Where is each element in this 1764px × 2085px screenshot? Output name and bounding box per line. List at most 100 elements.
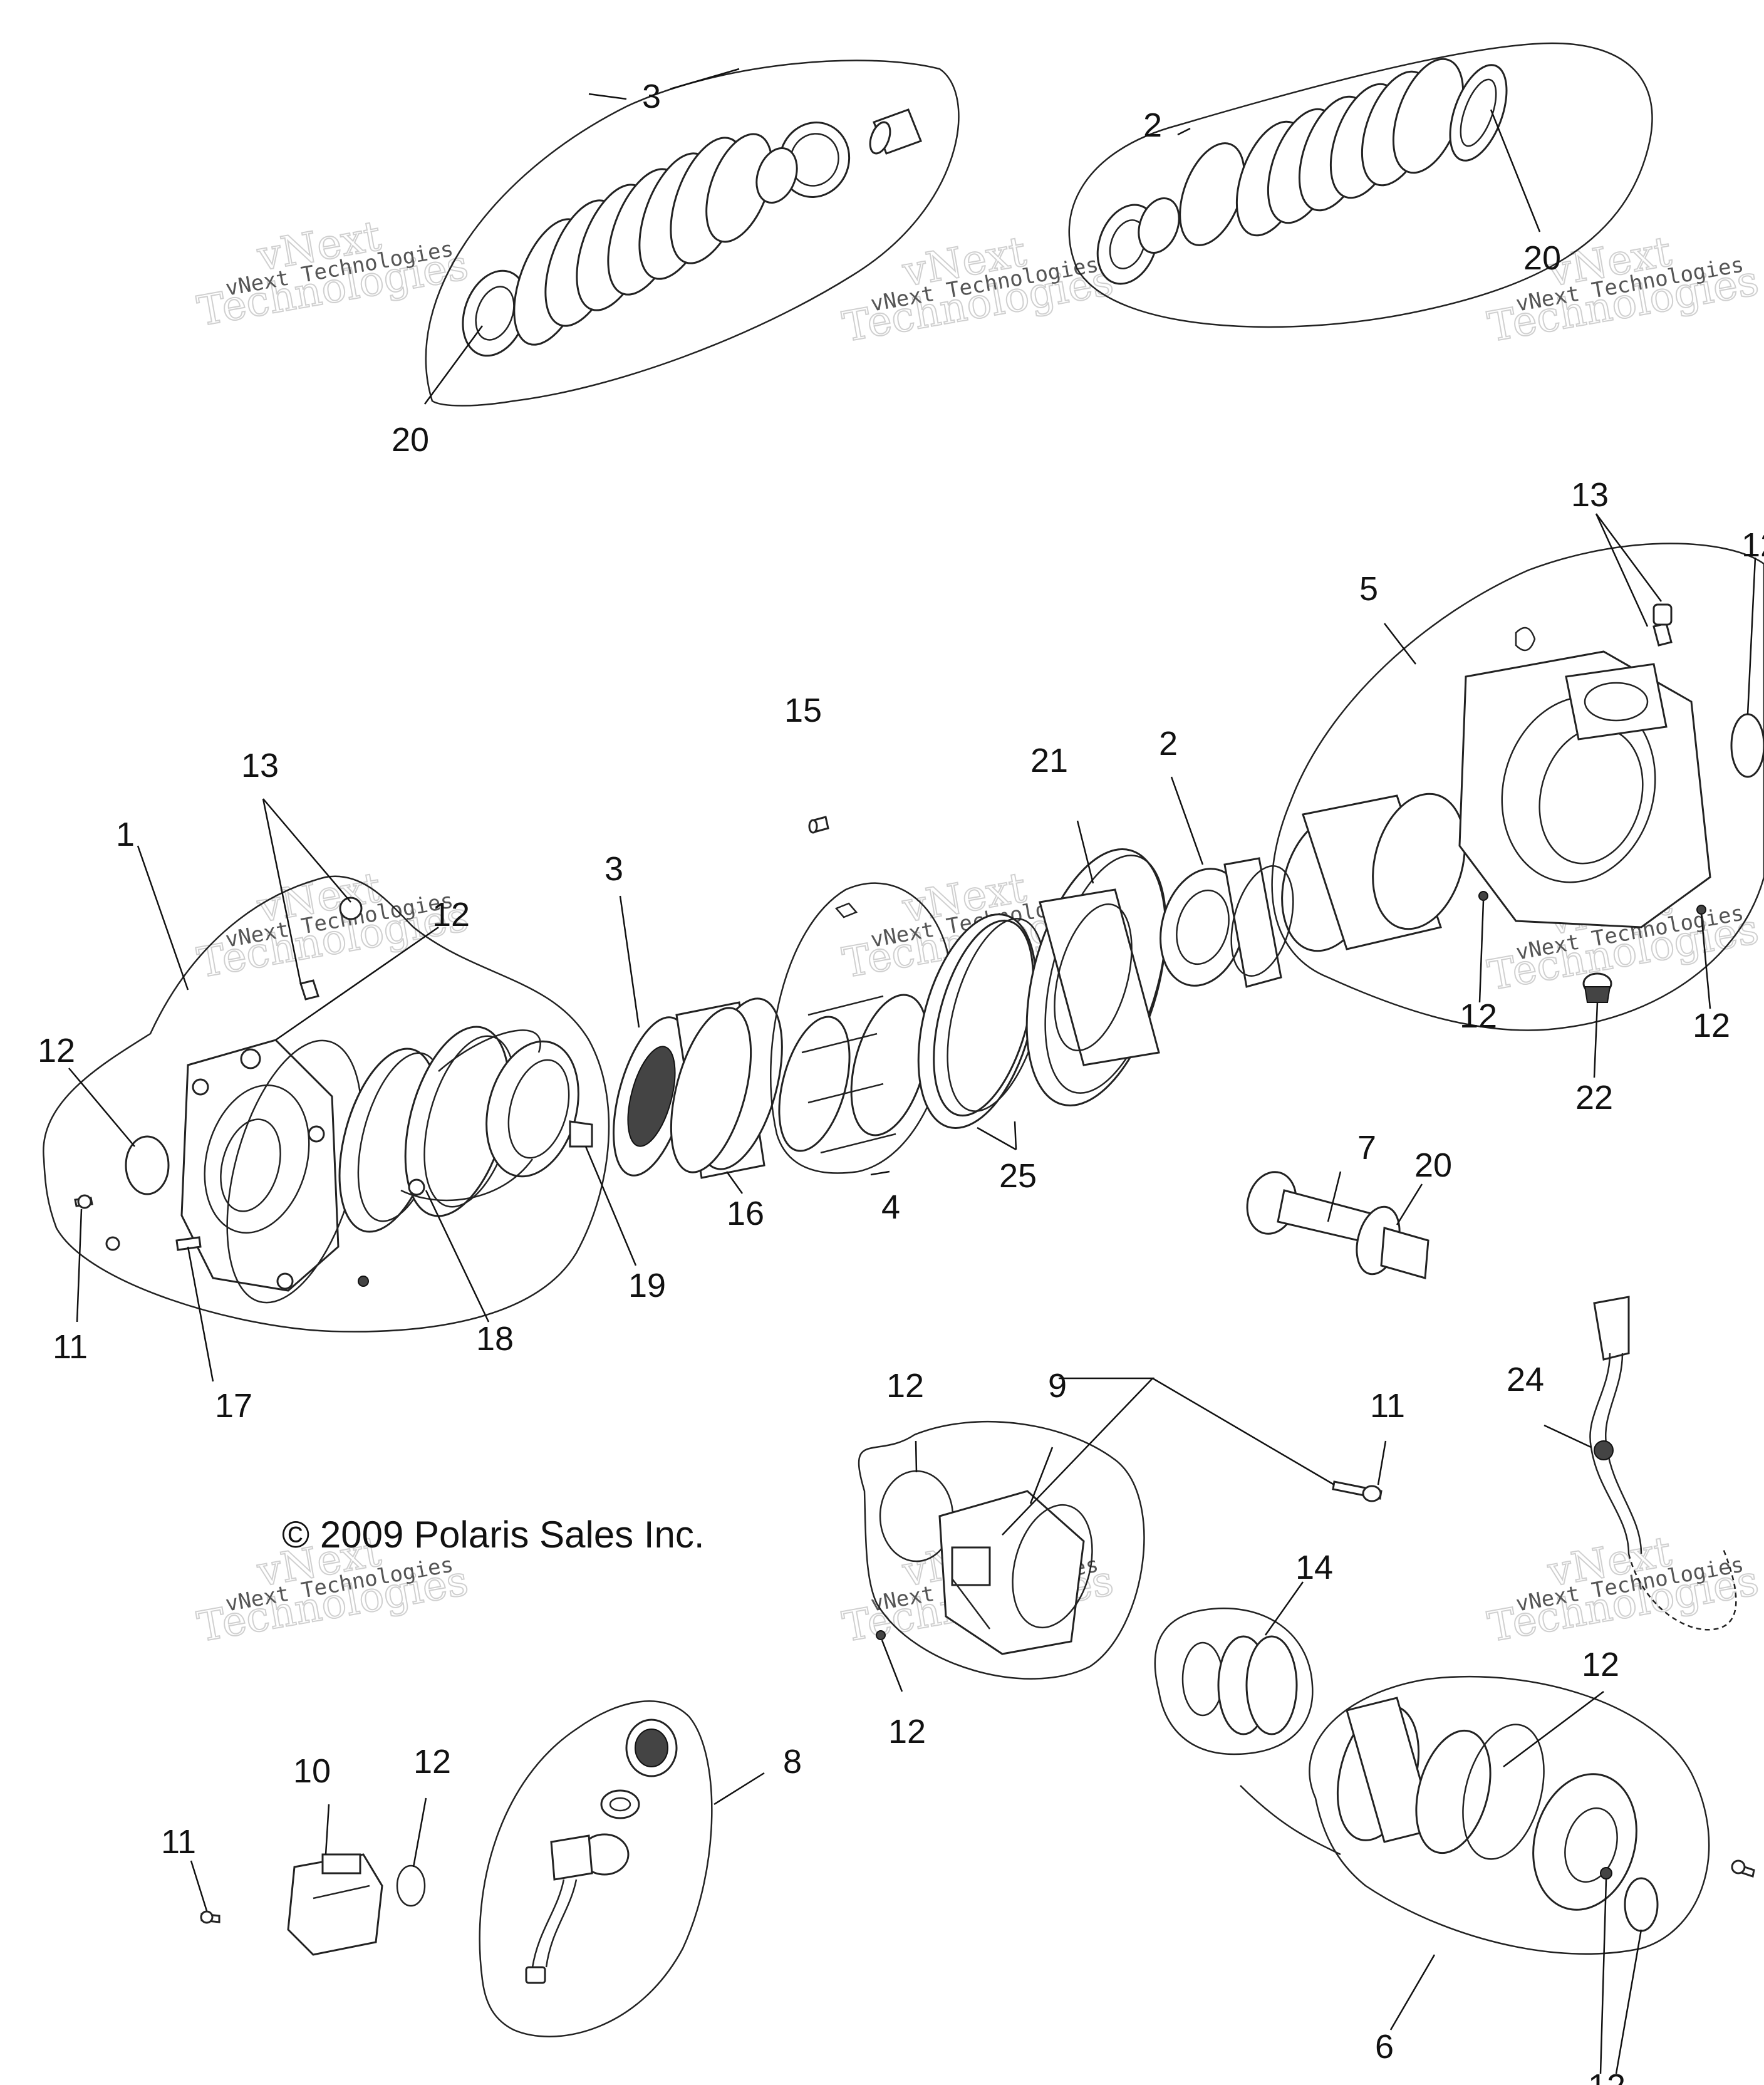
coil-19 [400, 1029, 593, 1202]
callout-3-top: 3 [642, 78, 661, 115]
callout-20-top-right: 20 [1523, 239, 1561, 277]
nut [1696, 905, 1706, 915]
callout-20-mid: 20 [1414, 1146, 1452, 1184]
callout-12-bottom-edge: 12 [1588, 2067, 1626, 2085]
gear [755, 122, 851, 204]
callout-17: 17 [215, 1387, 252, 1425]
callout-2-mid: 2 [1159, 725, 1178, 762]
sensor-8-group [479, 1700, 713, 2037]
bolt-11-mid [1332, 1480, 1383, 1502]
callout-12-mid-b: 12 [1693, 1007, 1730, 1044]
washer-set-14 [1154, 1607, 1314, 1755]
callout-13-left: 13 [241, 747, 279, 784]
dowel-pin [175, 1236, 202, 1251]
clutch-plates [1179, 58, 1465, 246]
magnet [408, 1178, 425, 1196]
group-outline [1154, 1607, 1314, 1755]
nut [876, 1630, 886, 1640]
plate-16 [670, 1007, 752, 1173]
ring-set-25 [917, 913, 1045, 1129]
watermark: Technologies vNext Technologies vNext [193, 211, 472, 336]
pin-15 [808, 816, 829, 834]
callout-12-nine: 12 [886, 1367, 924, 1405]
fitting-13-left [299, 897, 363, 1001]
callout-12-low: 12 [888, 1713, 926, 1750]
callout-12-left-b: 12 [38, 1032, 75, 1069]
bearing-hub-2 [1160, 857, 1294, 988]
bearing [1096, 197, 1180, 285]
seal [1449, 64, 1508, 162]
seal-ring [1624, 1877, 1659, 1932]
clip [834, 902, 858, 918]
clutch-kit-2-group [1068, 42, 1653, 328]
sleeve [1281, 793, 1466, 952]
fitting-13-right [1652, 603, 1673, 647]
callout-12-ten: 12 [413, 1743, 451, 1781]
callout-13-right: 13 [1571, 476, 1609, 514]
callout-6: 6 [1375, 2028, 1394, 2066]
group-outline [1309, 1675, 1710, 1955]
cover-housing [180, 1039, 340, 1292]
callout-12-lower-right: 12 [1582, 1646, 1619, 1683]
sensor [525, 1833, 630, 1984]
callout-1: 1 [116, 816, 135, 853]
callout-11-left: 11 [53, 1328, 88, 1366]
actuator-housing [938, 1490, 1093, 1655]
callout-10: 10 [293, 1752, 331, 1790]
harness-24 [1589, 1296, 1737, 1631]
callout-7: 7 [1357, 1129, 1376, 1167]
nut [358, 1276, 369, 1287]
watermark: Technologies vNext Technologies vNext [1483, 1527, 1763, 1652]
callout-15: 15 [784, 692, 822, 729]
callout-18: 18 [476, 1320, 514, 1358]
group-outline [1271, 543, 1764, 1031]
callout-22: 22 [1575, 1079, 1613, 1116]
callout-16: 16 [727, 1195, 764, 1232]
callout-2-top: 2 [1143, 107, 1162, 144]
clutch-plates [513, 133, 773, 346]
callout-14: 14 [1295, 1549, 1333, 1586]
clip [1515, 627, 1536, 652]
group-outline [858, 1420, 1145, 1680]
callout-12-mid-a: 12 [1460, 997, 1497, 1035]
callout-11-mid: 11 [1370, 1387, 1405, 1425]
callout-9: 9 [1048, 1367, 1067, 1405]
bushing [869, 108, 922, 155]
housing-5-group [1271, 543, 1764, 1031]
callout-3-mid: 3 [604, 850, 623, 888]
housing [1458, 650, 1711, 928]
watermark: Technologies vNext Technologies vNext [838, 227, 1118, 352]
watermark: Technologies vNext Technologies vNext [193, 863, 472, 988]
washer [600, 1789, 640, 1819]
leader-lines [68, 68, 1756, 2074]
group-outline [479, 1700, 713, 2037]
clutch-kit-3-group [425, 60, 960, 407]
copyright-notice: © 2009 Polaris Sales Inc. [282, 1514, 705, 1556]
callout-12-right-edge: 12 [1741, 526, 1764, 564]
ring-gear-21 [1025, 848, 1167, 1106]
callout-labels: 3 2 20 20 13 12 5 15 21 2 13 1 12 3 12 1… [38, 78, 1764, 2085]
actuator-10 [287, 1853, 383, 1956]
callout-19: 19 [628, 1267, 666, 1304]
gear [625, 1718, 678, 1777]
nut [1478, 891, 1488, 901]
callout-11-low: 11 [161, 1823, 196, 1861]
callout-5: 5 [1359, 570, 1378, 608]
callout-24: 24 [1507, 1361, 1544, 1398]
washer [105, 1236, 120, 1251]
cover-1-group [43, 875, 610, 1333]
group-outline [1068, 42, 1653, 328]
callout-8: 8 [783, 1743, 802, 1781]
seal-ring [125, 1135, 170, 1195]
callout-12-left-a: 12 [432, 896, 470, 933]
group-outline [425, 60, 960, 407]
callout-21: 21 [1030, 742, 1068, 779]
callout-20-top-left: 20 [392, 421, 429, 459]
seal-ring [1730, 713, 1764, 778]
plug-22 [1582, 972, 1612, 1003]
shaft-7 [1246, 1171, 1429, 1279]
cage-4-group [770, 882, 953, 1174]
o-ring [396, 1864, 426, 1907]
callout-4: 4 [881, 1188, 900, 1226]
